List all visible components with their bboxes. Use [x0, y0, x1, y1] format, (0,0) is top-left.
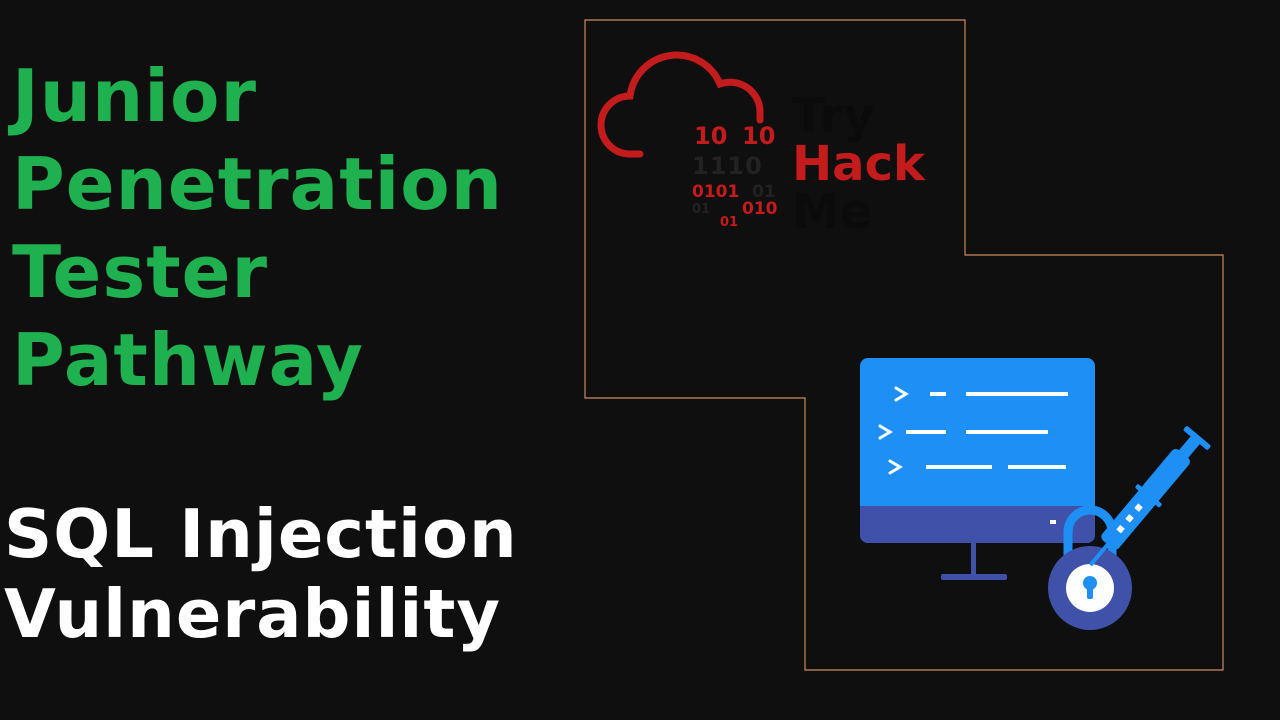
title-line: Junior: [12, 54, 257, 138]
logo-word-hack: Hack: [792, 136, 925, 192]
padlock-icon: [1048, 505, 1132, 630]
cloud-icon: [597, 51, 764, 158]
logo-binary: 10: [742, 122, 776, 150]
logo-binary: 01: [752, 182, 776, 202]
tryhackme-logo: Try Hack Me: [792, 92, 925, 236]
terminal-monitor-icon: [860, 358, 1095, 580]
topic-line: Vulnerability: [4, 575, 502, 653]
title-line: Penetration: [12, 142, 504, 226]
logo-binary: 0101: [692, 182, 740, 202]
syringe-icon: [1088, 426, 1211, 567]
logo-binary: 1110: [692, 152, 763, 180]
logo-binary: 01: [692, 202, 711, 217]
topic-title: SQL Injection Vulnerability: [4, 494, 518, 654]
title-line: Tester: [12, 230, 268, 314]
topic-line: SQL Injection: [4, 495, 518, 573]
logo-binary: 010: [742, 199, 778, 219]
logo-binary: 01: [720, 215, 739, 230]
logo-word-try: Try: [792, 88, 875, 144]
logo-binary: 10: [694, 122, 728, 150]
title-line: Pathway: [12, 318, 364, 402]
pathway-title: Junior Penetration Tester Pathway: [12, 52, 503, 404]
logo-word-me: Me: [792, 184, 873, 240]
